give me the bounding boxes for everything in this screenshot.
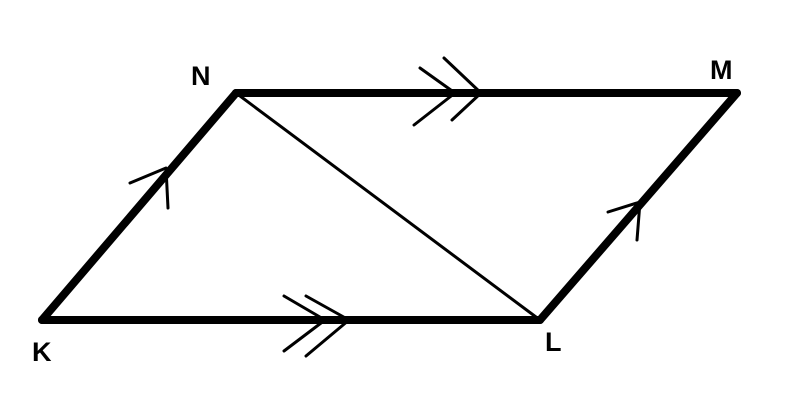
side-kn: [38, 89, 240, 324]
vertex-label-n: N: [191, 61, 211, 91]
double-arrow-mark-kl: [282, 294, 351, 358]
vertex-label-k: K: [32, 337, 52, 367]
double-arrow-mark-nm: [412, 56, 483, 127]
vertex-label-m: M: [710, 55, 733, 85]
diagonal-nl: [234, 91, 542, 322]
arrow-mark-lm: [606, 200, 642, 242]
arrow-mark-kn: [128, 166, 170, 210]
vertex-label-l: L: [545, 327, 562, 357]
